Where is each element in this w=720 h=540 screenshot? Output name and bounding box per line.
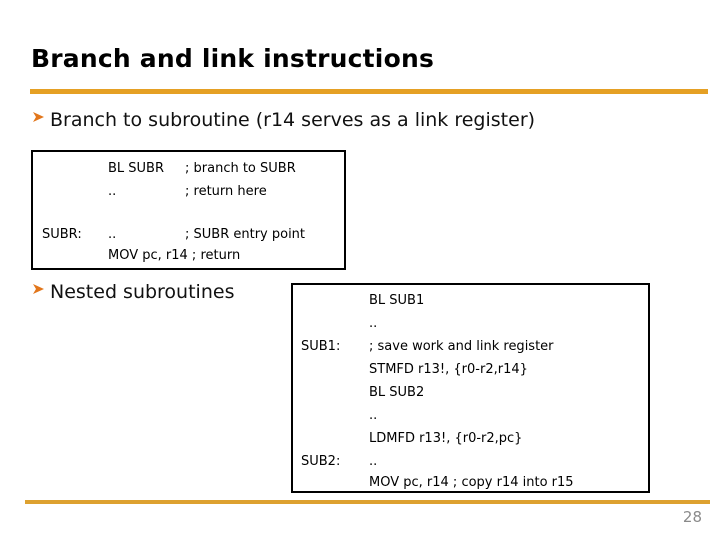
- code-text: LDMFD r13!, {r0-r2,pc}: [369, 431, 523, 446]
- code-text: ..: [369, 316, 378, 331]
- code-text: MOV pc, r14 ; copy r14 into r15: [369, 475, 574, 490]
- code-text: ..: [369, 454, 378, 469]
- code-text: ..: [108, 227, 117, 242]
- code-text: ..: [369, 408, 378, 423]
- title-divider-rule: [30, 89, 708, 94]
- footer-divider-rule: [25, 500, 710, 504]
- code-text: BL SUBR: [108, 161, 165, 176]
- code-text: ; save work and link register: [369, 339, 554, 354]
- code-text: BL SUB1: [369, 293, 425, 308]
- code-comment: ; return here: [185, 184, 267, 199]
- code-label: SUB1:: [301, 339, 341, 354]
- code-label: SUB2:: [301, 454, 341, 469]
- code-text: ..: [108, 184, 117, 199]
- arrow-bullet-icon: [31, 281, 50, 297]
- bullet-item-nested-subroutines: Nested subroutines: [31, 280, 234, 304]
- bullet-label: Nested subroutines: [50, 281, 235, 303]
- code-block-nested-subroutines: BL SUB1 .. SUB1: ; save work and link re…: [291, 283, 650, 493]
- page-title: Branch and link instructions: [31, 44, 435, 73]
- arrow-bullet-icon: [31, 109, 50, 125]
- code-label: SUBR:: [42, 227, 82, 242]
- code-text: MOV pc, r14 ; return: [108, 248, 241, 263]
- code-comment: ; SUBR entry point: [185, 227, 306, 242]
- code-comment: ; branch to SUBR: [185, 161, 296, 176]
- code-block-branch-link: BL SUBR ; branch to SUBR .. ; return her…: [31, 150, 346, 270]
- code-text: STMFD r13!, {r0-r2,r14}: [369, 362, 528, 377]
- bullet-label: Branch to subroutine (r14 serves as a li…: [50, 109, 536, 131]
- bullet-item-branch-to-subroutine: Branch to subroutine (r14 serves as a li…: [31, 108, 535, 132]
- code-text: BL SUB2: [369, 385, 425, 400]
- page-number: 28: [682, 508, 702, 526]
